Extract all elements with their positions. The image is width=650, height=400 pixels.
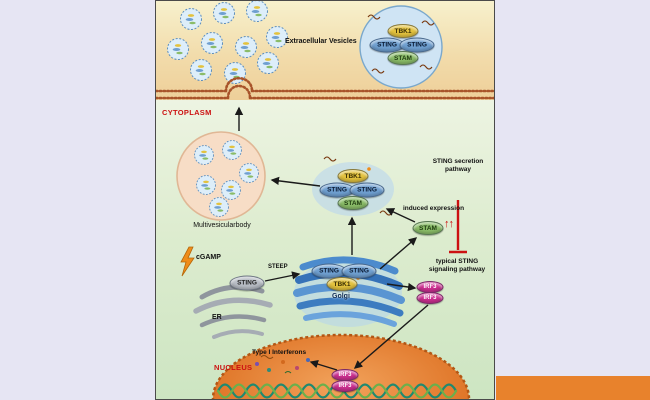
irf3-protein: IRF3 xyxy=(416,292,444,304)
plasma-membrane xyxy=(156,76,494,100)
sting-protein: STING xyxy=(341,263,377,279)
arrow-irf3-to-interferons xyxy=(309,360,338,371)
endoplasmic-reticulum xyxy=(193,284,273,339)
membrane-bud xyxy=(224,76,254,93)
cgamp-lightning-icon xyxy=(180,246,195,277)
steep-label: STEEP xyxy=(268,264,288,270)
interferon-particles xyxy=(255,355,310,374)
induced-expression-label: induced expression xyxy=(403,205,465,212)
multivesicular-body-label: Multivesicularbody xyxy=(193,222,251,229)
arrow-golgi-to-stam xyxy=(379,237,418,270)
golgi-label: Golgi xyxy=(332,293,350,300)
arrow-steep-er-to-golgi xyxy=(264,271,301,282)
stam-protein: STAM xyxy=(387,51,419,65)
typical-sting-signaling-pathway-label: typical STING signaling pathway xyxy=(428,258,486,273)
stam-increase-arrows: ↑↑ xyxy=(444,218,454,230)
arrow-stam-to-complex xyxy=(385,208,416,223)
pathway-arrows xyxy=(234,106,429,371)
sting-protein: STING xyxy=(399,37,435,53)
rna-squiggles xyxy=(367,14,435,74)
sting-protein: STING xyxy=(369,37,405,53)
arrow-irf3-to-nucleus xyxy=(353,304,429,369)
diagram-artwork xyxy=(156,1,494,399)
er-label: ER xyxy=(212,314,222,321)
phospho-mark xyxy=(367,167,371,171)
arrow-complex-to-mvb xyxy=(270,176,321,187)
corner-orange-block xyxy=(496,376,650,400)
cytoplasm-label: CYTOPLASM xyxy=(162,108,212,117)
extracellular-vesicles-label: Extracellular Vesicles xyxy=(285,38,357,45)
sting-secretion-pathway-label: STING secretion pathway xyxy=(432,158,484,173)
inhibition-line xyxy=(449,200,467,254)
irf3-protein: IRF3 xyxy=(331,380,359,392)
type-i-interferons-label: Type I Interferons xyxy=(252,349,307,356)
tbk1-protein: TBK1 xyxy=(337,169,369,183)
arrow-golgi-to-irf3 xyxy=(386,282,417,292)
sting-protein-er: STING xyxy=(229,275,265,291)
nucleus-label: NUCLEUS xyxy=(214,363,253,372)
sting-protein: STING xyxy=(349,182,385,198)
cgamp-label: cGAMP xyxy=(196,254,221,261)
nucleus-body xyxy=(211,333,471,399)
pathway-diagram-panel: Extracellular Vesicles CYTOPLASM Multive… xyxy=(155,0,495,400)
tbk1-protein: TBK1 xyxy=(326,277,358,291)
sting-protein: STING xyxy=(311,263,347,279)
stam-protein: STAM xyxy=(412,221,444,235)
stam-protein: STAM xyxy=(337,196,369,210)
extracellular-vesicle-cluster xyxy=(167,1,288,84)
multivesicular-body xyxy=(176,131,266,221)
tbk1-protein: TBK1 xyxy=(387,24,419,38)
